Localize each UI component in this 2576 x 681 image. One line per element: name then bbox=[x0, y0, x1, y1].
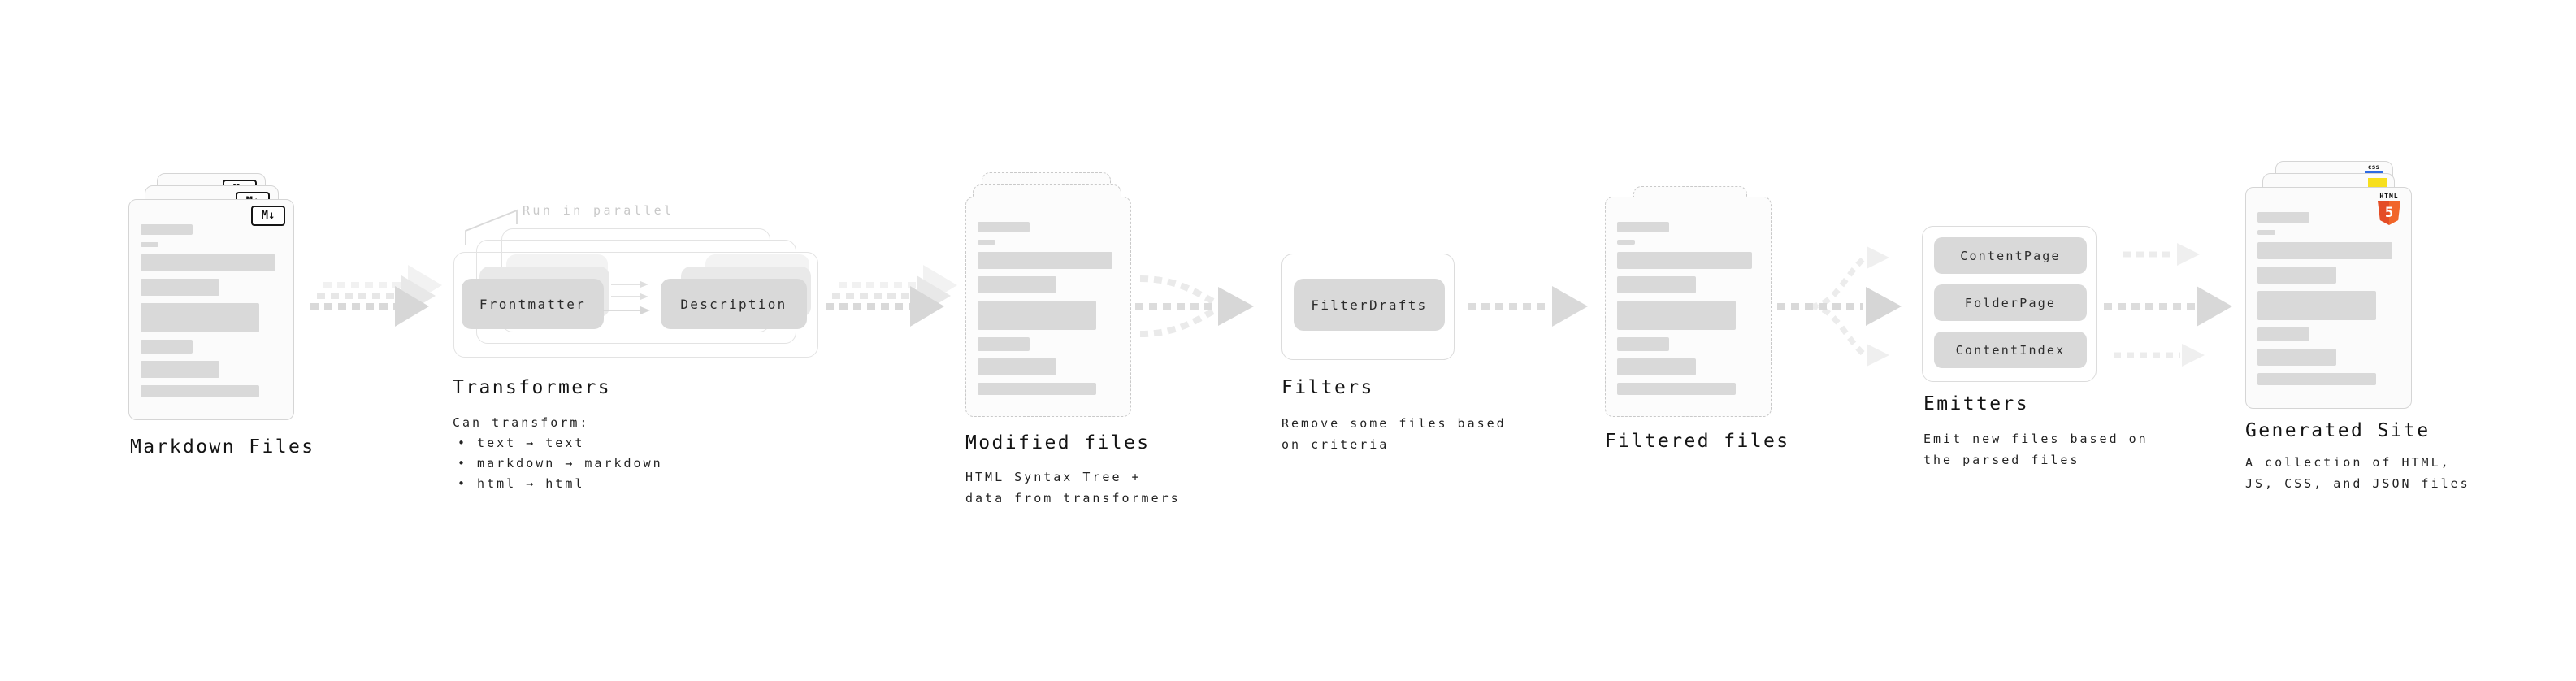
css-icon: css bbox=[2365, 164, 2383, 174]
text-line-bar bbox=[978, 240, 995, 245]
run-in-parallel-callout-line bbox=[465, 209, 518, 245]
text-line-bar bbox=[978, 358, 1056, 375]
text-line-bar bbox=[141, 361, 219, 378]
text-line-bar bbox=[2257, 212, 2309, 223]
caption-line: JS, CSS, and JSON files bbox=[2245, 476, 2470, 491]
markdown-file-card: M↓ bbox=[128, 199, 294, 420]
generated-site-label: Generated Site bbox=[2245, 420, 2431, 441]
text-placeholder-bars bbox=[141, 224, 282, 405]
text-line-bar bbox=[1617, 383, 1736, 395]
flow-arrow-filters-to-filtered bbox=[1468, 286, 1588, 327]
text-placeholder-bars bbox=[2257, 212, 2400, 393]
filterdrafts-pill: FilterDrafts bbox=[1294, 279, 1445, 331]
markdown-files-label: Markdown Files bbox=[130, 436, 315, 458]
filters-label: Filters bbox=[1281, 377, 1374, 398]
text-placeholder-bars bbox=[1617, 222, 1759, 402]
caption-line: A collection of HTML, bbox=[2245, 455, 2451, 470]
flow-arrow-transformers-to-modified bbox=[826, 265, 957, 327]
caption-line: Emit new files based on bbox=[1923, 432, 2149, 446]
text-line-bar bbox=[141, 254, 275, 271]
text-line-bar bbox=[141, 303, 259, 332]
caption-line: on criteria bbox=[1281, 437, 1390, 452]
caption-line: data from transformers bbox=[965, 491, 1181, 505]
text-line-bar bbox=[2257, 242, 2392, 259]
text-line-bar bbox=[1617, 222, 1669, 232]
transformers-bullet-list: • text → text • markdown → markdown • ht… bbox=[458, 433, 663, 494]
text-placeholder-bars bbox=[978, 222, 1119, 402]
bullet-item: • html → html bbox=[458, 476, 585, 491]
parallel-transform-arrows bbox=[603, 281, 650, 314]
bullet-item: • text → text bbox=[458, 436, 585, 450]
text-line-bar bbox=[2257, 349, 2336, 366]
modified-files-caption: HTML Syntax Tree + data from transformer… bbox=[965, 466, 1181, 509]
text-line-bar bbox=[1617, 301, 1736, 330]
text-line-bar bbox=[1617, 358, 1696, 375]
run-in-parallel-annotation: Run in parallel bbox=[523, 203, 674, 218]
filters-caption: Remove some files based on criteria bbox=[1281, 413, 1507, 455]
filtered-files-label: Filtered files bbox=[1605, 431, 1790, 452]
caption-line: HTML Syntax Tree + bbox=[965, 470, 1142, 484]
folderpage-pill: FolderPage bbox=[1934, 284, 2087, 321]
emitters-label: Emitters bbox=[1923, 393, 2029, 414]
contentpage-pill: ContentPage bbox=[1934, 237, 2087, 274]
frontmatter-pill: Frontmatter bbox=[462, 279, 604, 329]
generated-site-caption: A collection of HTML, JS, CSS, and JSON … bbox=[2245, 452, 2470, 494]
description-pill: Description bbox=[661, 279, 807, 329]
text-line-bar bbox=[141, 385, 259, 397]
emitters-caption: Emit new files based on the parsed files bbox=[1923, 428, 2149, 471]
text-line-bar bbox=[978, 252, 1112, 269]
text-line-bar bbox=[2257, 291, 2376, 320]
contentindex-pill: ContentIndex bbox=[1934, 332, 2087, 368]
text-line-bar bbox=[978, 337, 1030, 351]
css-icon-label: css bbox=[2367, 163, 2380, 171]
modified-files-label: Modified files bbox=[965, 432, 1151, 453]
text-line-bar bbox=[2257, 327, 2309, 341]
text-line-bar bbox=[1617, 276, 1696, 293]
html5-icon-number: 5 bbox=[2384, 205, 2394, 221]
modified-file-card bbox=[965, 197, 1131, 417]
text-line-bar bbox=[141, 279, 219, 296]
text-line-bar bbox=[978, 301, 1096, 330]
text-line-bar bbox=[2257, 373, 2376, 385]
text-line-bar bbox=[2257, 230, 2275, 235]
caption-line: Remove some files based bbox=[1281, 416, 1507, 431]
html5-icon-word: HTML bbox=[2379, 193, 2399, 200]
text-line-bar bbox=[1617, 240, 1635, 245]
transformers-label: Transformers bbox=[453, 377, 611, 398]
transformers-caption-title: Can transform: bbox=[453, 415, 590, 430]
generated-file-card-html: HTML 5 bbox=[2245, 187, 2412, 409]
text-line-bar bbox=[141, 224, 193, 235]
markdown-icon: M↓ bbox=[251, 206, 285, 226]
text-line-bar bbox=[978, 383, 1096, 395]
text-line-bar bbox=[1617, 252, 1752, 269]
flow-converge-modified-to-filters bbox=[1135, 275, 1254, 337]
transformer-frame-front bbox=[453, 252, 818, 358]
text-line-bar bbox=[978, 276, 1056, 293]
bullet-item: • markdown → markdown bbox=[458, 456, 663, 471]
flow-diverge-filtered-to-emitters bbox=[1777, 246, 1902, 367]
text-line-bar bbox=[978, 222, 1030, 232]
flow-arrow-markdown-to-transformers bbox=[310, 265, 442, 327]
text-line-bar bbox=[141, 242, 158, 247]
js-icon bbox=[2368, 178, 2387, 189]
text-line-bar bbox=[141, 340, 193, 354]
text-line-bar bbox=[1617, 337, 1669, 351]
filtered-file-card bbox=[1605, 197, 1772, 417]
caption-line: the parsed files bbox=[1923, 453, 2080, 467]
flow-arrows-emitters-to-generated bbox=[2104, 243, 2232, 367]
html5-icon-shield: 5 bbox=[2378, 201, 2400, 225]
text-line-bar bbox=[2257, 267, 2336, 284]
html5-icon: HTML 5 bbox=[2375, 193, 2403, 225]
